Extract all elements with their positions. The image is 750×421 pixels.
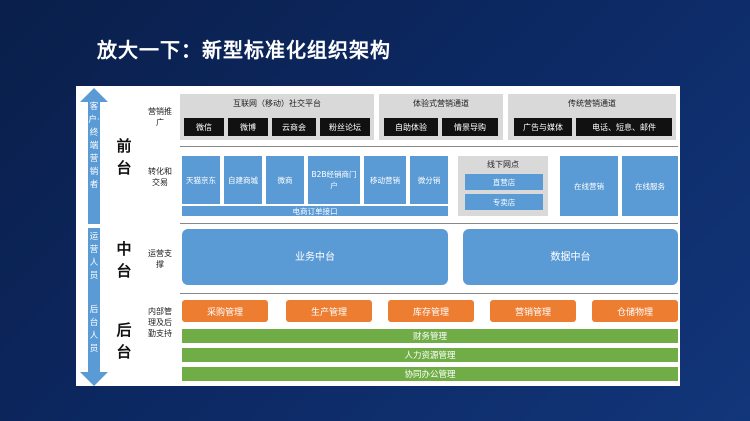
separator-line (180, 293, 678, 294)
mobile-marketing-box: 移动营销 (364, 156, 406, 204)
online-service-box: 在线服务 (622, 156, 678, 216)
backend-staff-label: 后台人员 (89, 305, 99, 354)
business-middle-platform: 业务中台 (182, 229, 448, 285)
direct-store-box: 直营店 (465, 174, 543, 190)
finance-bar: 财务管理 (182, 329, 678, 343)
operations-staff-label: 运营人员 (89, 232, 99, 281)
procurement-box: 采购管理 (182, 300, 268, 322)
order-interface-bar: 电商订单接口 (182, 206, 448, 216)
ads-media-box: 广告与媒体 (514, 118, 572, 136)
micro-distribution-box: 微分销 (410, 156, 448, 204)
offline-outlets-title: 线下网点 (487, 160, 519, 169)
inventory-box: 库存管理 (388, 300, 474, 322)
data-middle-platform: 数据中台 (463, 229, 678, 285)
b2b-portal-box: B2B经销商门户 (308, 156, 360, 204)
self-experience-box: 自助体验 (384, 118, 438, 136)
phone-sms-email-box: 电话、短息、邮件 (576, 118, 672, 136)
office-bar: 协同办公管理 (182, 367, 678, 381)
conversion-row-label: 转化和交易 (148, 167, 172, 187)
front-layer-label: 前台 (116, 137, 132, 177)
traditional-marketing-title: 传统营销通道 (568, 99, 616, 108)
tmall-jd-box: 天猫京东 (182, 156, 220, 204)
double-arrow-icon (80, 88, 108, 386)
experience-marketing-title: 体验式营销通道 (413, 99, 469, 108)
business-club-box: 云商会 (272, 118, 316, 136)
internal-row-label: 内部管理及后勤支持 (148, 307, 172, 338)
sales-management-box: 营销管理 (490, 300, 576, 322)
back-layer-label: 后台 (116, 321, 132, 361)
fan-forum-box: 粉丝论坛 (320, 118, 370, 136)
operation-row-label: 运营支撑 (148, 249, 172, 269)
separator-line (180, 146, 678, 147)
weibo-box: 微博 (228, 118, 268, 136)
customer-label: 客户·终端营销者 (88, 102, 100, 190)
marketing-row-label: 营销推广 (148, 107, 172, 127)
architecture-panel: 客户·终端营销者 运营人员 后台人员 前台 中台 后台 营销推广 转化和交易 运… (76, 86, 680, 386)
scenario-guide-box: 情景导购 (442, 118, 498, 136)
separator-line (180, 223, 678, 224)
wechat-shop-box: 微商 (266, 156, 304, 204)
social-platform-title: 互联网（移动）社交平台 (233, 99, 321, 108)
online-marketing-box: 在线营销 (560, 156, 618, 216)
page-title: 放大一下：新型标准化组织架构 (97, 38, 391, 62)
wechat-box: 微信 (184, 118, 224, 136)
production-box: 生产管理 (286, 300, 372, 322)
franchise-store-box: 专卖店 (465, 194, 543, 210)
warehouse-box: 仓储物理 (592, 300, 678, 322)
middle-layer-label: 中台 (116, 240, 132, 280)
hr-bar: 人力资源管理 (182, 348, 678, 362)
self-mall-box: 自建商城 (224, 156, 262, 204)
